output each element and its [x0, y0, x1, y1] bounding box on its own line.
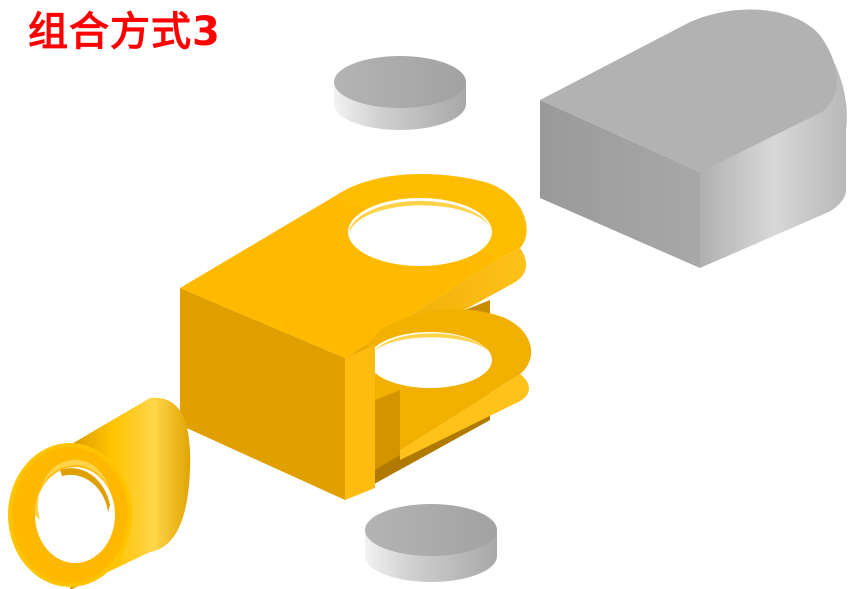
gray-half-round-block	[540, 9, 847, 268]
gold-clevis-bracket	[180, 173, 532, 500]
gold-bushing	[8, 397, 191, 589]
gray-disc-bottom	[365, 504, 497, 582]
gray-disc-top	[334, 56, 466, 130]
page-title: 组合方式3	[28, 9, 221, 55]
